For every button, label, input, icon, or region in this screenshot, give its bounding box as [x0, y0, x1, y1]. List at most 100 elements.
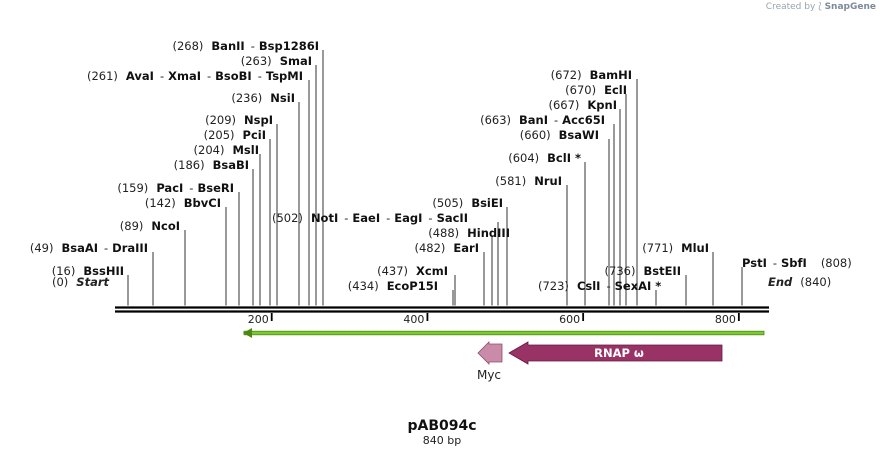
site-label-psti[interactable]: PstI-SbfI(808): [742, 256, 852, 270]
site-label-pcii[interactable]: (205) PciI: [204, 128, 266, 142]
enzyme-name: XcmI: [416, 264, 448, 278]
site-position: (670): [565, 83, 596, 97]
site-position: (261): [87, 69, 118, 83]
myc-arrow-icon: [477, 341, 503, 365]
site-position: (209): [205, 113, 236, 127]
enzyme-name: EaeI: [352, 211, 380, 225]
site-label-ecli[interactable]: (670) EclI: [565, 83, 627, 97]
site-label-bani[interactable]: (663) BanI-Acc65I: [480, 113, 605, 127]
site-label-xcmi[interactable]: (437)XcmI: [377, 264, 448, 278]
enzyme-name: EcoP15I: [387, 279, 438, 293]
site-label-bsshii[interactable]: (16)BssHII: [52, 264, 124, 278]
start-name: Start: [76, 275, 109, 289]
site-label-hindiii[interactable]: (488) HindIII: [428, 226, 510, 240]
rnap-omega-feature[interactable]: RNAP ω: [508, 341, 723, 365]
start-number: (0): [52, 275, 68, 289]
site-position: (236): [231, 91, 262, 105]
site-label-banii[interactable]: (268)BanII-Bsp1286I: [172, 39, 319, 53]
ruler-tick-label: 600: [559, 313, 580, 326]
site-position: (736): [605, 264, 636, 278]
enzyme-name: MslI: [232, 143, 259, 157]
site-label-mlui[interactable]: (771) MluI: [642, 241, 709, 255]
site-label-nsii[interactable]: (236)NsiI: [231, 91, 295, 105]
enzyme-name: BsaAI: [61, 241, 98, 255]
site-position: (482): [414, 241, 445, 255]
methylation-star: *: [655, 279, 661, 293]
site-separator: -: [251, 39, 255, 53]
enzyme-name: BanI: [519, 113, 548, 127]
plasmid-name: pAB094c: [407, 418, 476, 434]
end-label: End (840): [768, 275, 831, 289]
site-position: (205): [204, 128, 235, 142]
enzyme-name: NcoI: [151, 219, 180, 233]
enzyme-name: KpnI: [587, 98, 617, 112]
plasmid-length: 840 bp: [423, 434, 461, 447]
myc-feature[interactable]: Myc: [477, 341, 503, 382]
start-label: (0) Start: [52, 275, 110, 289]
site-position: (263): [241, 54, 272, 68]
enzyme-name: SexAI: [615, 279, 652, 293]
end-number: (840): [800, 275, 831, 289]
site-position: (488): [428, 226, 459, 240]
site-position: (663): [480, 113, 511, 127]
site-label-avai[interactable]: (261)AvaI-XmaI-BsoBI-TspMI: [87, 69, 303, 83]
site-label-bsabi[interactable]: (186)BsaBI: [174, 158, 249, 172]
site-position: (667): [548, 98, 579, 112]
site-position: (808): [821, 256, 852, 270]
site-label-bsteii[interactable]: (736)BstEII: [605, 264, 681, 278]
site-position: (49): [30, 241, 54, 255]
enzyme-name: MluI: [681, 241, 709, 255]
enzyme-name: EagI: [394, 211, 422, 225]
site-label-msli[interactable]: (204) MslI: [194, 143, 259, 157]
site-label-bcli[interactable]: (604)BclI*: [508, 151, 581, 165]
enzyme-name: PciI: [243, 128, 266, 142]
site-separator: -: [554, 113, 558, 127]
site-label-nrui[interactable]: (581)NruI: [495, 174, 562, 188]
rnap-omega-arrow-icon: [508, 341, 723, 365]
site-label-bamhi[interactable]: (672)BamHI: [551, 68, 632, 82]
enzyme-name: EclI: [604, 83, 627, 97]
site-position: (89): [120, 219, 144, 233]
enzyme-name: BamHI: [590, 68, 632, 82]
enzyme-name: Acc65I: [562, 113, 605, 127]
site-position: (16): [52, 264, 76, 278]
site-labels: (16)BssHII(49)BsaAI-DraIII(89)NcoI(142)B…: [30, 39, 852, 293]
enzyme-name: BbvCI: [184, 196, 221, 210]
site-label-smai[interactable]: (263) SmaI: [241, 54, 312, 68]
site-label-bsawi[interactable]: (660)BsaWI: [520, 128, 599, 142]
primer-feature[interactable]: [243, 328, 765, 338]
site-label-ncoi[interactable]: (89) NcoI: [120, 219, 180, 233]
site-label-noti[interactable]: (502)NotI-EaeI-EagI-SacII: [272, 211, 468, 225]
site-label-paci[interactable]: (159)PacI-BseRI: [117, 181, 234, 195]
snapgene-logo-icon: ⟅: [818, 2, 822, 12]
enzyme-name: HindIII: [467, 226, 510, 240]
enzyme-name: XmaI: [168, 69, 201, 83]
site-position: (142): [145, 196, 176, 210]
site-label-bsiei[interactable]: (505)BsiEI: [432, 196, 503, 210]
enzyme-name: BanII: [211, 39, 244, 53]
end-name: End: [768, 275, 793, 289]
enzyme-name: AvaI: [126, 69, 154, 83]
credit-brand: SnapGene: [824, 2, 876, 12]
site-label-ecop15i[interactable]: (434)EcoP15I: [348, 279, 438, 293]
site-label-csli[interactable]: (723)CslI-SexAI*: [538, 279, 661, 293]
site-position: (505): [432, 196, 463, 210]
site-label-nspi[interactable]: (209)NspI: [205, 113, 273, 127]
enzyme-name: PacI: [156, 181, 183, 195]
site-label-kpni[interactable]: (667) KpnI: [548, 98, 617, 112]
site-separator: -: [428, 211, 432, 225]
site-position: (204): [194, 143, 225, 157]
site-label-bbvci[interactable]: (142) BbvCI: [145, 196, 221, 210]
enzyme-name: NruI: [534, 174, 562, 188]
snapgene-credit: Created by ⟅ SnapGene: [766, 2, 876, 12]
site-label-eari[interactable]: (482)EarI: [414, 241, 479, 255]
enzyme-name: TspMI: [266, 69, 303, 83]
ruler-tick-label: 200: [248, 313, 269, 326]
site-position: (660): [520, 128, 551, 142]
site-separator: -: [104, 241, 108, 255]
site-position: (604): [508, 151, 539, 165]
site-label-bsaai[interactable]: (49) BsaAI-DraIII: [30, 241, 148, 255]
site-position: (771): [642, 241, 673, 255]
enzyme-name: DraIII: [112, 241, 148, 255]
enzyme-name: SmaI: [280, 54, 312, 68]
